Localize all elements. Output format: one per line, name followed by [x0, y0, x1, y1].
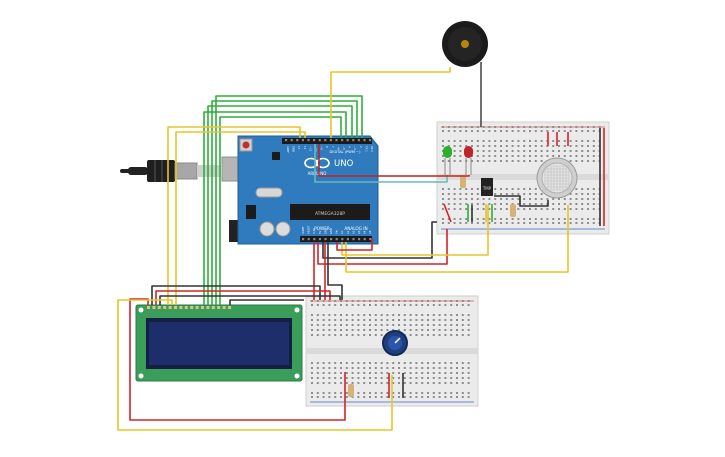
chip-label: ATMEGA328P [315, 211, 345, 217]
pin-label: A2 [351, 230, 355, 234]
pin-label: ~9 [320, 146, 324, 150]
capacitor [259, 221, 275, 237]
crystal [255, 187, 283, 198]
lcd-16x2[interactable] [135, 304, 303, 382]
arduino-brand: ARDUINO [308, 171, 327, 176]
pin-label: ~11 [308, 146, 312, 152]
gas-sensor-icon[interactable] [536, 157, 578, 199]
pin-label: 4 [348, 146, 352, 148]
pin-label: 3.3V [312, 228, 316, 234]
potentiometer-icon[interactable] [382, 330, 408, 356]
pin-label: AREF [286, 146, 290, 153]
pin-label: ~5 [342, 146, 346, 150]
pin-label: ~3 [353, 146, 357, 150]
pin-label: A3 [357, 230, 361, 234]
digital-label: DIGITAL (PWM ~) [330, 150, 362, 154]
green-led-icon[interactable] [443, 146, 452, 175]
pin-label: GND [292, 146, 296, 152]
pin-label: A4 [363, 230, 367, 234]
pin-label: A1 [346, 230, 350, 234]
pin-label: GND [329, 228, 333, 234]
pin-label: A0 [340, 230, 344, 234]
arduino-logo-icon [304, 157, 330, 169]
buzzer-icon[interactable] [442, 21, 488, 127]
pin-label: RESET [307, 225, 311, 234]
pin-label: 5V [318, 230, 322, 234]
pin-label: TX 1 [364, 146, 368, 152]
pin-label: 13 [297, 146, 301, 150]
pin-label: ~6 [336, 146, 340, 150]
pin-label: ~10 [314, 146, 318, 152]
pin-label: 2 [359, 146, 363, 148]
atmega-chip [290, 204, 370, 220]
digital-header [282, 138, 372, 144]
pin-label: RX 0 [370, 146, 374, 152]
arduino-model: UNO [334, 159, 354, 169]
power-label: POWER [314, 226, 330, 231]
reset-button[interactable] [242, 141, 250, 149]
lcd-pin-header [147, 306, 231, 309]
arduino-uno[interactable]: ATMEGA328P UNO ARDUINO DIGITAL (PWM ~) P… [221, 135, 379, 245]
analog-label: ANALOG IN [344, 226, 367, 231]
breadboard-holes [311, 300, 470, 398]
pin-label: 7 [331, 146, 335, 148]
pin-label: Vin [335, 230, 339, 234]
pin-label: 12 [303, 146, 307, 150]
pin-label: A5 [368, 230, 372, 234]
pin-label: IOREF [301, 226, 305, 234]
red-led-icon[interactable] [464, 146, 473, 175]
lcd-screen [149, 322, 289, 365]
tmp-label: TMP [482, 186, 492, 191]
pin-label: 8 [325, 146, 329, 148]
pin-label: GND [323, 228, 327, 234]
wires [117, 67, 605, 431]
resistor-icon [348, 175, 516, 397]
temperature-sensor[interactable]: TMP [481, 178, 493, 196]
capacitor [275, 221, 291, 237]
dc-jack-plug-icon[interactable] [120, 160, 222, 182]
